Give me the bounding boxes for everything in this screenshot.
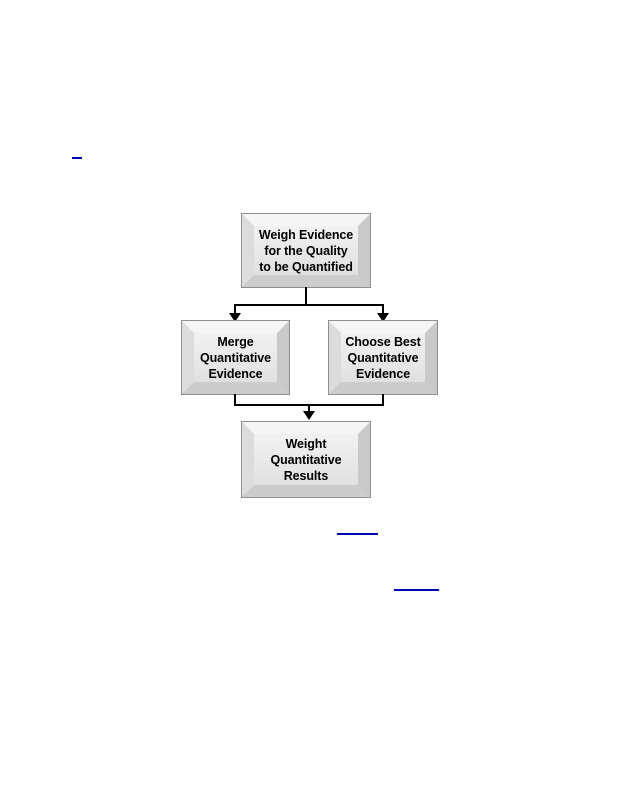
- connector-merge-left-stem: [234, 394, 236, 406]
- connector-left-branch-stem: [234, 304, 236, 314]
- connector-center-stem: [308, 404, 310, 412]
- hyperlink-underline-lower[interactable]: [394, 589, 439, 591]
- node-weight-quantitative-results-label: Weight Quantitative Results: [270, 436, 342, 483]
- connector-branch-horizontal: [234, 304, 384, 306]
- hyperlink-underline-middle[interactable]: [337, 533, 378, 535]
- node-weigh-evidence-label: Weigh Evidence for the Quality to be Qua…: [258, 227, 354, 274]
- node-choose-best-quantitative-evidence-label: Choose Best Quantitative Evidence: [345, 334, 421, 381]
- node-weight-quantitative-results[interactable]: Weight Quantitative Results: [241, 421, 371, 498]
- hyperlink-underline-top-left[interactable]: [72, 157, 82, 159]
- node-weigh-evidence[interactable]: Weigh Evidence for the Quality to be Qua…: [241, 213, 371, 288]
- connector-top-stem: [305, 287, 307, 306]
- node-merge-quantitative-evidence-label: Merge Quantitative Evidence: [199, 334, 272, 381]
- connector-right-branch-stem: [382, 304, 384, 314]
- down-arrowhead-center: [303, 411, 315, 420]
- down-arrowhead-right: [377, 313, 389, 322]
- connector-merge-right-stem: [382, 394, 384, 406]
- down-arrowhead-left: [229, 313, 241, 322]
- node-choose-best-quantitative-evidence[interactable]: Choose Best Quantitative Evidence: [328, 320, 438, 395]
- node-merge-quantitative-evidence[interactable]: Merge Quantitative Evidence: [181, 320, 290, 395]
